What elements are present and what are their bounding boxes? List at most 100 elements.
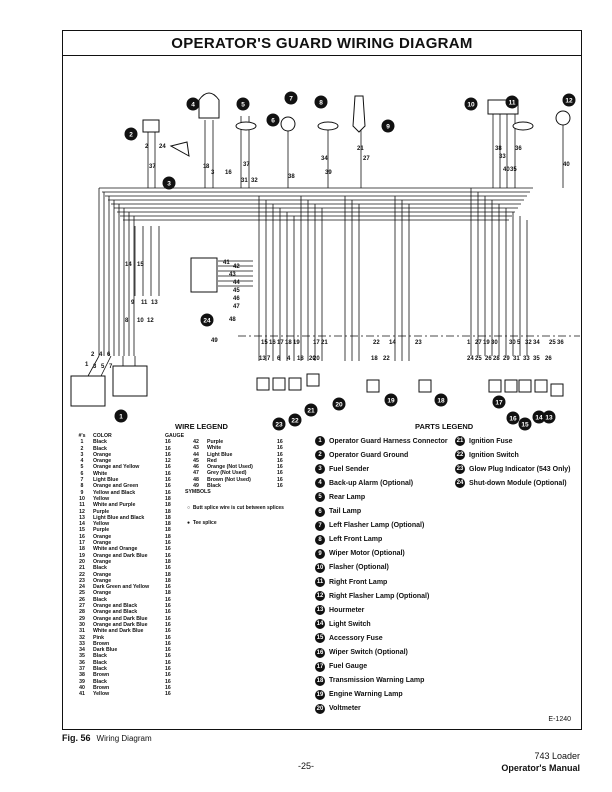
wire-number: 30 xyxy=(79,621,85,628)
wire-color: Black xyxy=(93,678,107,685)
harness-connector-left xyxy=(70,375,106,407)
wire-gauge: 16 xyxy=(165,439,171,446)
right-front-lamp xyxy=(512,121,534,131)
callout-number: 24 xyxy=(203,317,211,324)
wire-color: Black xyxy=(93,659,107,666)
wire-gauge: 16 xyxy=(165,584,171,591)
wire-number-label: 15 xyxy=(137,262,144,268)
callout-number: 15 xyxy=(521,421,529,428)
wire-color: Purple xyxy=(93,527,110,534)
callout-badge: 24 xyxy=(200,313,214,327)
wire-number-label: 17 xyxy=(277,340,284,346)
wire-gauge: 16 xyxy=(165,540,171,547)
wire-color: Orange xyxy=(93,458,112,465)
wire-number: 9 xyxy=(80,489,84,496)
wire-gauge: 16 xyxy=(165,489,171,496)
part-number-badge: 9 xyxy=(315,548,325,559)
wire-number-label: 22 xyxy=(373,340,380,346)
wire-number: 3 xyxy=(80,451,84,458)
wire-number-label: 25 xyxy=(475,356,482,362)
callout-number: 10 xyxy=(467,101,475,108)
callout-number: 19 xyxy=(387,397,395,404)
wire-number-label: 21 xyxy=(321,340,328,346)
wire-number-label: 14 xyxy=(125,262,132,268)
wire-number: 23 xyxy=(79,577,85,584)
wire-gauge: 16 xyxy=(165,684,171,691)
wire-color: Yellow xyxy=(93,521,110,528)
callout-badge: 21 xyxy=(304,403,318,417)
wire-number: 13 xyxy=(79,514,85,521)
wire-color: Orange and Dark Blue xyxy=(93,621,148,628)
wire-number-label: 19 xyxy=(293,340,300,346)
wire-number-label: 6 xyxy=(277,356,281,362)
wire-number-label: 25 xyxy=(549,340,556,346)
wire-number-label: 27 xyxy=(363,156,370,162)
wire-number-label: 40 xyxy=(563,162,570,168)
wire-number-label: 41 xyxy=(223,260,230,266)
wire-number: 24 xyxy=(79,584,85,591)
callout-number: 18 xyxy=(437,397,445,404)
wire-color: Dark Blue xyxy=(93,647,118,654)
wire-number-label: 26 xyxy=(485,356,492,362)
wire-number: 12 xyxy=(79,508,85,515)
wire-gauge: 18 xyxy=(165,495,171,502)
callout-number: 12 xyxy=(565,97,573,104)
back-up-alarm xyxy=(198,92,220,119)
wire-number: 8 xyxy=(80,483,84,490)
wire-number-label: 34 xyxy=(321,156,328,162)
left-flasher-lamp xyxy=(280,116,296,132)
page-number: -25- xyxy=(297,761,314,771)
wire-color: Orange (Not Used) xyxy=(207,464,253,471)
wire-color: Purple xyxy=(207,439,224,445)
part-number-badge: 6 xyxy=(315,506,325,517)
wire-gauge: 16 xyxy=(277,476,283,483)
wire-number-label: 43 xyxy=(229,272,236,278)
wire-number: 41 xyxy=(79,691,85,698)
wire-number: 27 xyxy=(79,603,85,610)
wire-number-label: 18 xyxy=(371,356,378,362)
wire-gauge: 18 xyxy=(165,590,171,597)
part-number-badge: 1 xyxy=(315,436,325,446)
wire-number: 20 xyxy=(79,558,85,565)
caption-text: Wiring Diagram xyxy=(96,734,152,743)
instrument-component xyxy=(256,377,270,391)
part-name: Back-up Alarm (Optional) xyxy=(329,479,414,487)
wire-number: 4 xyxy=(80,458,84,465)
manual-line-1: 743 Loader xyxy=(534,751,580,761)
symbol-butt-text: Butt splice wire is cut between splices xyxy=(192,505,284,511)
callout-badge: 7 xyxy=(284,91,298,105)
wire-number-label: 46 xyxy=(233,296,240,302)
wire-number: 48 xyxy=(193,476,199,483)
wire-gauge: 16 xyxy=(165,678,171,685)
harness-connector-right xyxy=(112,365,148,397)
wire-color: Brown (Not Used) xyxy=(207,476,251,483)
callout-circle xyxy=(236,97,250,111)
part-name: Hourmeter xyxy=(329,606,365,614)
part-number-badge: 21 xyxy=(455,436,465,446)
callout-circle xyxy=(162,176,176,190)
part-number-badge: 15 xyxy=(315,633,325,644)
wire-color: Orange xyxy=(93,533,112,540)
part-name: Operator Guard Harness Connector xyxy=(329,437,448,445)
wire-color: Orange and Green xyxy=(93,483,139,490)
instrument-component xyxy=(366,379,380,393)
wire-number-label: 45 xyxy=(233,288,240,294)
part-number-badge: 17 xyxy=(315,661,325,672)
callout-number: 17 xyxy=(495,399,503,406)
figure-code: E-1240 xyxy=(548,716,571,723)
wire-number-label: 8 xyxy=(206,164,210,170)
wire-number: 21 xyxy=(79,565,85,572)
